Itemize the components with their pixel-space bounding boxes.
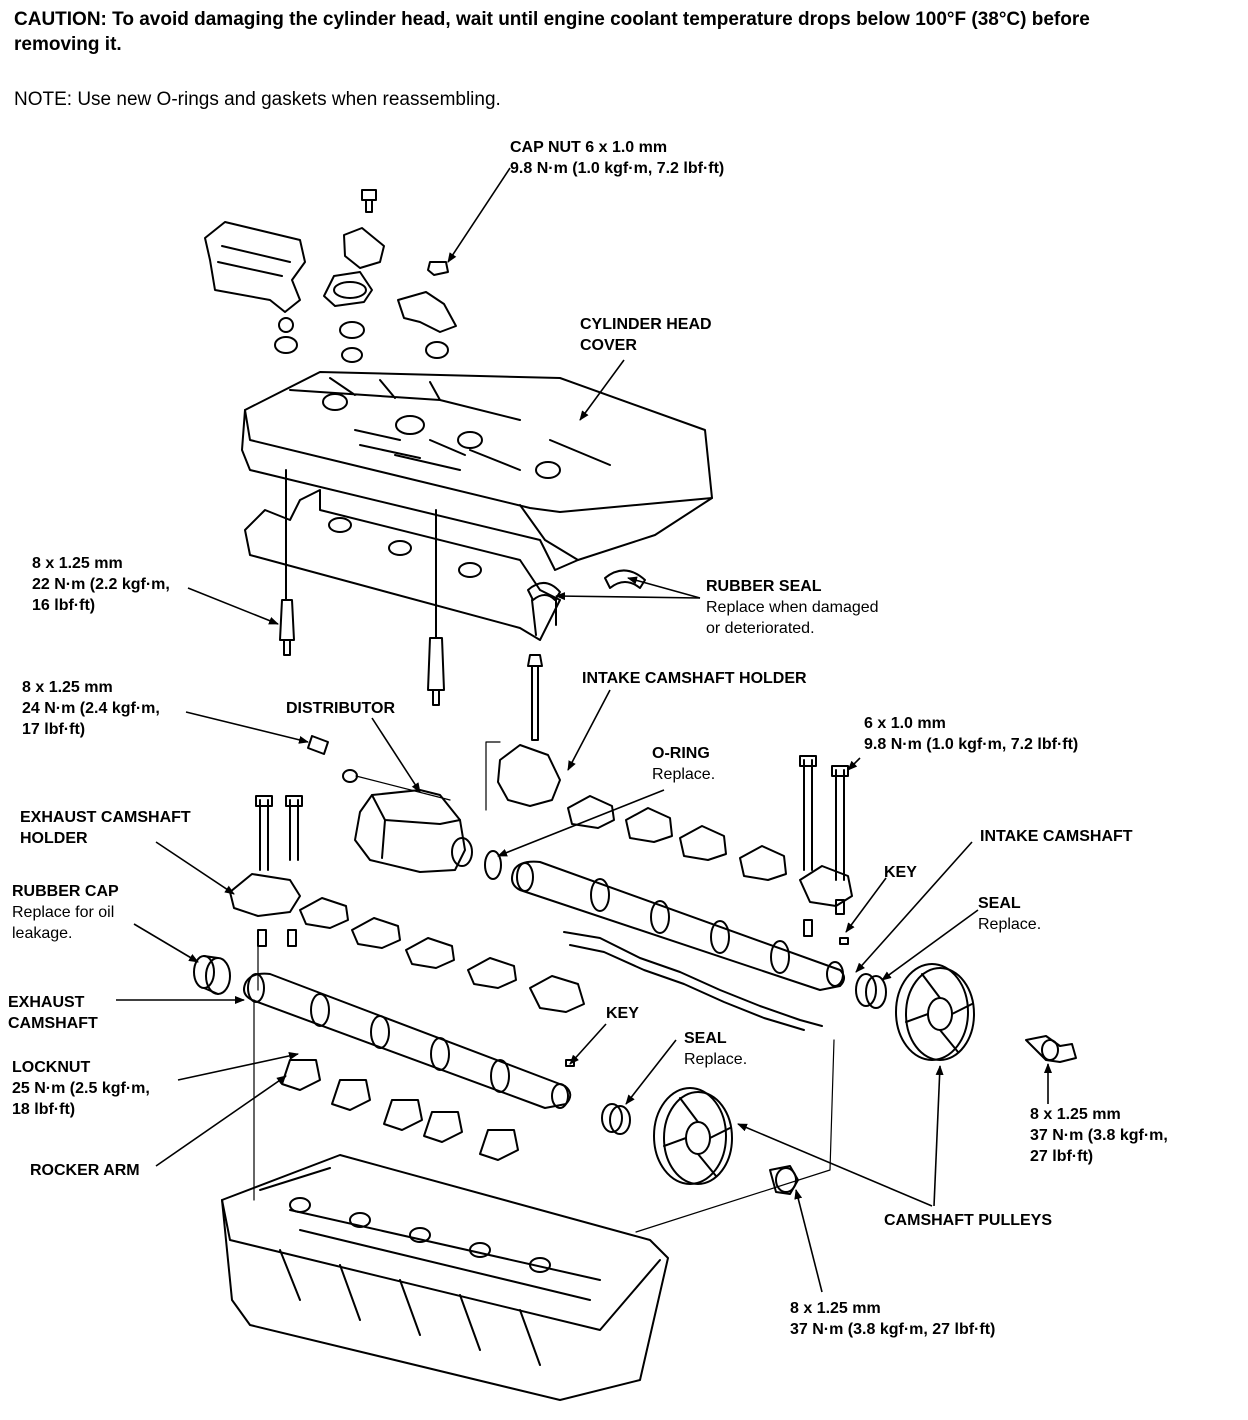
cap-nut-illustration: [427, 261, 449, 276]
pulley-bolt-right-torque-label: 8 x 1.25 mm 37 N·m (3.8 kgf·m, 27 lbf·ft…: [1030, 1106, 1168, 1165]
spark-plug-torque-label: 8 x 1.25 mm 22 N·m (2.2 kgf·m, 16 lbf·ft…: [32, 555, 170, 614]
oil-filler-cap-illustration: [323, 271, 373, 363]
distributor-label: DISTRIBUTOR: [286, 700, 396, 717]
rubber-cap-illustration: [193, 955, 231, 995]
camshaft-pulley-lower-illustration: [653, 1087, 733, 1185]
leader-arrows: [116, 167, 1052, 1293]
spark-plug-left-illustration: [279, 469, 295, 656]
alignment-lines: [253, 741, 835, 1233]
distributor-torque-label: 8 x 1.25 mm 24 N·m (2.4 kgf·m, 17 lbf·ft…: [22, 679, 160, 738]
upper-bracket-illustration: [343, 227, 457, 359]
seal-upper-label: SEAL Replace.: [978, 895, 1042, 933]
cylinder-head-cover-label: CYLINDER HEAD COVER: [580, 316, 712, 354]
cylinder-head-illustration: [221, 1154, 669, 1401]
exhaust-camshaft-illustration: [243, 972, 572, 1109]
head-cover-gasket-illustration: [244, 489, 561, 641]
intake-camshaft-holders-illustration: [497, 744, 853, 937]
exhaust-camshaft-label: EXHAUST CAMSHAFT: [8, 994, 98, 1032]
caution-line-2: removing it.: [14, 34, 122, 55]
pulley-bolt-bottom-illustration: [769, 1165, 799, 1195]
rubber-cap-label: RUBBER CAP Replace for oil leakage.: [12, 883, 119, 942]
intake-camshaft-illustration: [511, 860, 845, 991]
distributor-illustration: [307, 735, 502, 880]
intake-rocker-arms-illustration: [563, 931, 823, 1031]
camshaft-seal-upper-illustration: [855, 973, 887, 1009]
rocker-arm-label: ROCKER ARM: [30, 1162, 140, 1179]
note-text: NOTE: Use new O-rings and gaskets when r…: [14, 89, 501, 110]
camshaft-pulleys-label: CAMSHAFT PULLEYS: [884, 1212, 1052, 1229]
exhaust-camshaft-holder-label: EXHAUST CAMSHAFT HOLDER: [20, 809, 191, 847]
pulley-bolt-right-illustration: [1025, 1035, 1077, 1063]
intake-camshaft-holder-label: INTAKE CAMSHAFT HOLDER: [582, 670, 807, 687]
o-ring-label: O-RING Replace.: [652, 745, 716, 783]
holder-bolt-torque-label: 6 x 1.0 mm 9.8 N·m (1.0 kgf·m, 7.2 lbf·f…: [864, 715, 1079, 753]
key-upper-illustration: [839, 937, 849, 945]
cover-bolt-illustration: [527, 654, 543, 741]
camshaft-seal-lower-illustration: [601, 1103, 631, 1135]
breather-bracket-illustration: [204, 221, 306, 354]
exhaust-rocker-arms-illustration: [281, 1059, 519, 1161]
caution-line-1: CAUTION: To avoid damaging the cylinder …: [14, 9, 1090, 30]
key-lower-label: KEY: [606, 1005, 639, 1022]
cap-nut-label: CAP NUT 6 x 1.0 mm 9.8 N·m (1.0 kgf·m, 7…: [510, 139, 725, 177]
key-upper-label: KEY: [884, 864, 917, 881]
spark-plug-center-illustration: [427, 509, 445, 706]
pulley-bolt-bottom-torque-label: 8 x 1.25 mm 37 N·m (3.8 kgf·m, 27 lbf·ft…: [790, 1300, 996, 1338]
intake-camshaft-label: INTAKE CAMSHAFT: [980, 828, 1133, 845]
cylinder-head-cover-illustration: [241, 371, 713, 571]
camshaft-pulley-upper-illustration: [895, 963, 975, 1061]
seal-lower-label: SEAL Replace.: [684, 1030, 748, 1068]
rubber-seal-illustration: [527, 569, 646, 636]
locknut-label: LOCKNUT 25 N·m (2.5 kgf·m, 18 lbf·ft): [12, 1059, 150, 1118]
small-bolt-illustration: [361, 189, 377, 213]
rubber-seal-label: RUBBER SEAL Replace when damaged or dete…: [706, 578, 879, 637]
